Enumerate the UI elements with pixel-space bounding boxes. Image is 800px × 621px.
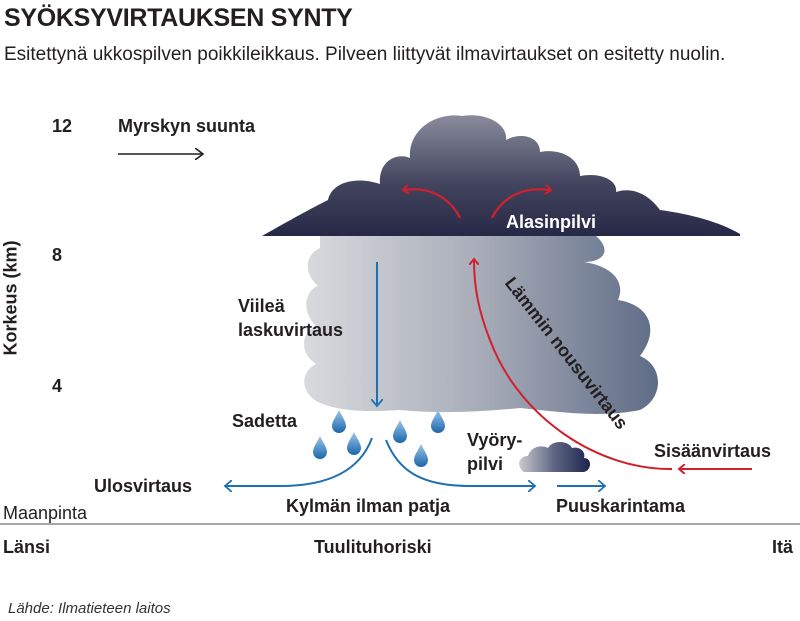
divergence-arrow-right	[491, 189, 550, 219]
divergence-arrow-left	[404, 189, 461, 219]
storm-direction-label: Myrskyn suunta	[118, 116, 256, 136]
raindrop-icon	[313, 436, 327, 459]
precipitation-label: Sadetta	[232, 411, 298, 431]
raindrop-icon	[332, 410, 346, 433]
roll-cloud-label-line1: Vyöry-	[467, 430, 523, 450]
damage-risk-label: Tuulituhoriski	[314, 537, 432, 557]
east-label: Itä	[772, 537, 794, 557]
west-label: Länsi	[3, 537, 51, 557]
y-tick-4: 4	[52, 376, 63, 396]
diagram-subtitle: Esitettynä ukkospilven poikkileikkaus. P…	[4, 44, 726, 65]
outflow-arrow-left	[226, 437, 373, 486]
y-tick-8: 8	[52, 245, 63, 265]
raindrop-icon	[393, 420, 407, 443]
outflow-label: Ulosvirtaus	[94, 476, 193, 496]
y-tick-12: 12	[52, 116, 73, 136]
anvil-label: Alasinpilvi	[506, 212, 597, 232]
cold-pool-label: Kylmän ilman patja	[286, 496, 451, 516]
raindrop-icon	[347, 432, 361, 455]
gust-front-label: Puuskarintama	[556, 496, 686, 516]
raindrop-icon	[431, 410, 445, 433]
diagram-title: SYÖKSYVIRTAUKSEN SYNTY	[4, 4, 353, 32]
downdraft-label-line1: Viileä	[238, 296, 285, 316]
cumulonimbus-body	[303, 236, 658, 414]
source-credit: Lähde: Ilmatieteen laitos	[8, 600, 171, 617]
ground-label: Maanpinta	[3, 503, 88, 523]
inflow-label: Sisäänvirtaus	[654, 441, 772, 461]
anvil-cloud	[262, 115, 740, 236]
roll-cloud-label-line2: pilvi	[467, 454, 504, 474]
raindrop-icon	[414, 444, 428, 467]
roll-cloud	[519, 442, 590, 472]
outflow-arrow-right	[385, 439, 534, 486]
raindrops	[313, 410, 445, 467]
y-axis-label: Korkeus (km)	[0, 240, 21, 356]
downdraft-label-line2: laskuvirtaus	[238, 320, 344, 340]
warm-updraft-arrow	[474, 260, 673, 471]
